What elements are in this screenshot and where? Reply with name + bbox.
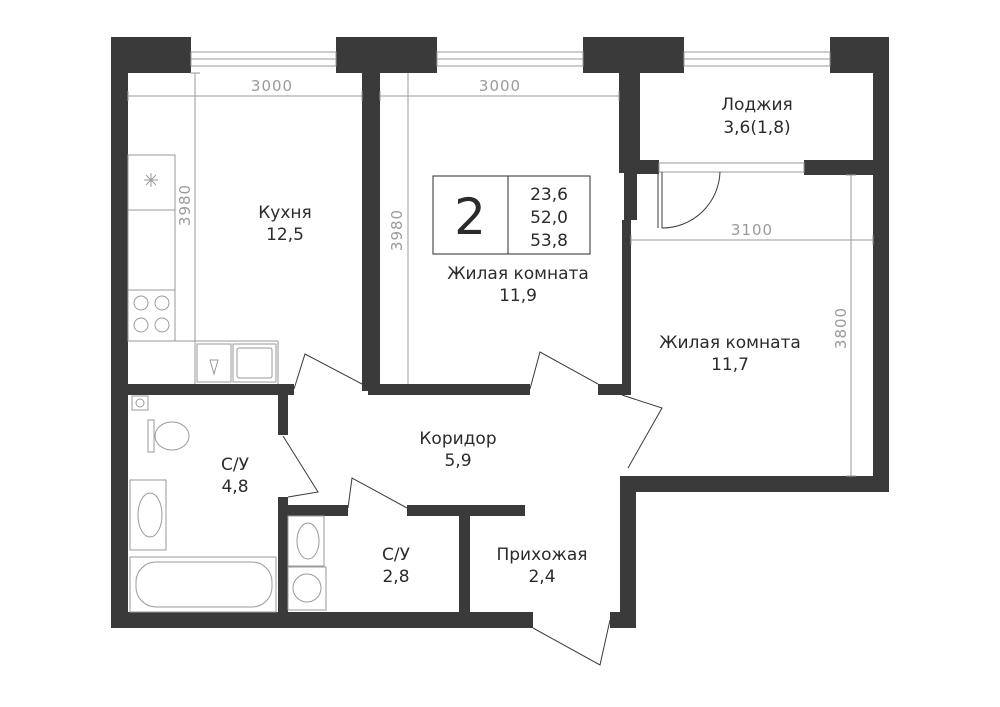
dim-living2-width: 3100	[731, 221, 773, 239]
room-corridor-name: Коридор	[419, 429, 496, 449]
room-living2-name: Жилая комната	[659, 333, 801, 353]
room-bath1-name: С/У	[221, 455, 250, 475]
room-living1-area: 11,9	[499, 286, 537, 306]
door-kitchen	[293, 353, 363, 390]
wall-loggia-bottom-right	[804, 160, 889, 175]
wall-bath2-hall	[459, 510, 470, 615]
apartment-badge: 2 23,6 52,0 53,8	[432, 175, 591, 255]
bath1-fixtures	[129, 395, 277, 613]
wall-left	[111, 37, 128, 628]
room-living1-name: Жилая комната	[447, 264, 589, 284]
room-bath1-area: 4,8	[221, 477, 248, 497]
door-bath2	[347, 477, 408, 509]
dim-kitchen-depth: 3980	[176, 184, 194, 226]
living-area: 23,6	[530, 185, 568, 205]
dim-living2-depth: 3800	[832, 307, 850, 349]
room-living2-area: 11,7	[711, 355, 749, 375]
door-entrance	[532, 619, 611, 666]
snowflake-icon	[144, 173, 158, 187]
wall-living-loggia	[619, 73, 640, 173]
kitchen-sink-icon	[196, 343, 277, 383]
dim-living1-width: 3000	[479, 77, 521, 95]
bath2-fixtures	[287, 515, 327, 611]
room-loggia-name: Лоджия	[721, 95, 793, 115]
toilet-icon	[131, 395, 190, 453]
wall-living2-left-top	[624, 170, 637, 220]
room-hall-name: Прихожая	[496, 545, 587, 565]
bathtub-icon	[129, 556, 277, 613]
total-area: 52,0	[530, 208, 568, 228]
washbasin-icon	[287, 515, 325, 567]
door-loggia	[661, 171, 721, 229]
wall-bath2-top	[283, 505, 348, 516]
wall-right	[873, 37, 889, 492]
door-bath1	[282, 435, 319, 498]
wall-entrance-right	[620, 476, 636, 628]
room-bath2-area: 2,8	[382, 567, 409, 587]
room-kitchen-area: 12,5	[266, 225, 304, 245]
wall-kitchen-bottom	[128, 384, 294, 395]
dim-kitchen-width: 3000	[251, 77, 293, 95]
wall-bath1-right-top	[278, 390, 288, 435]
room-count: 2	[454, 188, 486, 246]
wall-living2-left	[622, 220, 631, 395]
windows	[190, 51, 831, 173]
walls	[111, 37, 889, 628]
wall-bath1-right	[278, 497, 288, 615]
door-living1	[529, 351, 599, 390]
stove-icon	[133, 295, 170, 333]
wall-kitchen-living	[362, 73, 380, 391]
doors	[282, 171, 721, 666]
room-corridor-area: 5,9	[444, 451, 471, 471]
room-hall-area: 2,4	[528, 567, 555, 587]
wall-living1-bottom	[368, 384, 530, 395]
wall-bottom-left	[111, 612, 533, 628]
wall-top-mid	[336, 37, 437, 73]
kitchen-fixtures	[127, 154, 279, 384]
dimension-lines	[127, 72, 874, 477]
window-living2	[658, 162, 805, 173]
wall-right-bottom	[622, 476, 889, 492]
wall-top-mid-right	[583, 37, 684, 73]
door-living2	[621, 394, 663, 469]
room-loggia-area: 3,6(1,8)	[723, 118, 790, 138]
room-bath2-name: С/У	[382, 545, 411, 565]
washbasin-icon	[129, 479, 167, 551]
total-area-with-loggia: 53,8	[530, 231, 568, 251]
wall-loggia-bottom-left	[637, 160, 659, 174]
washing-machine-icon	[287, 566, 327, 611]
wall-living1-bottom-right	[598, 384, 628, 395]
room-kitchen-name: Кухня	[258, 203, 312, 223]
dim-living1-depth: 3980	[388, 209, 406, 251]
